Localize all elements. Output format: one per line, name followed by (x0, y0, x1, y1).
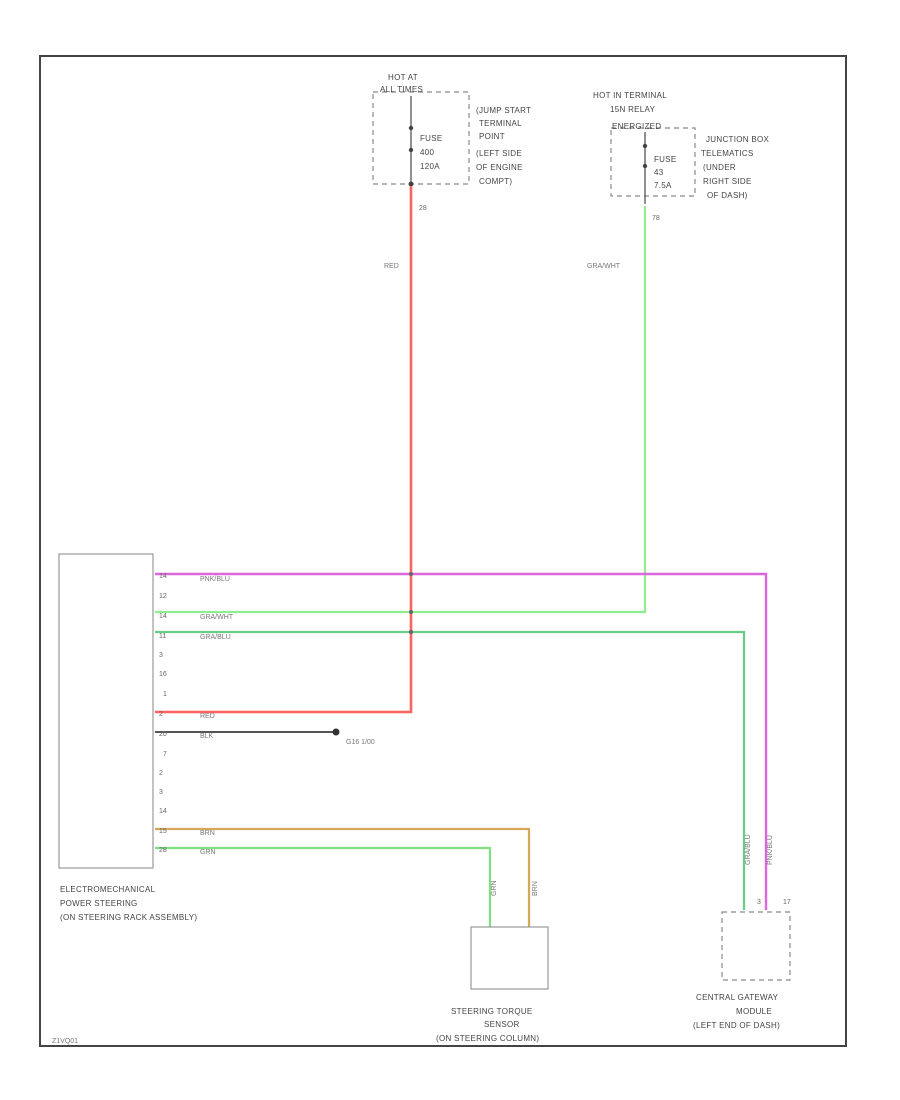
component-label: (LEFT END OF DASH) (693, 1021, 780, 1030)
location-text: OF DASH) (707, 191, 748, 200)
component-label: ELECTROMECHANICAL (60, 885, 156, 894)
connector-pin: 3 (159, 652, 163, 659)
connector-pin: 2 (159, 770, 163, 777)
footer-code: Z1VQ01 (52, 1038, 78, 1045)
connector-pin: 14 (159, 613, 167, 620)
connector-pin: 14 (159, 808, 167, 815)
location-text: JUNCTION BOX (706, 135, 770, 144)
component-label: (ON STEERING COLUMN) (436, 1034, 539, 1043)
location-text: RIGHT SIDE (703, 177, 752, 186)
steering-torque-sensor: STEERING TORQUE SENSOR (ON STEERING COLU… (436, 926, 549, 1043)
wire-label-grn: GRN (200, 849, 216, 856)
component-label: (ON STEERING RACK ASSEMBLY) (60, 913, 197, 922)
component-label: CENTRAL GATEWAY (696, 993, 779, 1002)
location-text: TELEMATICS (701, 149, 754, 158)
connector-pin: 20 (159, 731, 167, 738)
fuse-label: FUSE (420, 134, 443, 143)
central-gateway-module: 3 17 CENTRAL GATEWAY MODULE (LEFT END OF… (693, 899, 791, 1030)
component-label: POWER STEERING (60, 899, 138, 908)
wire-label-brn-vertical: BRN (532, 881, 539, 896)
wire-label-gra-blu: GRA/BLU (200, 634, 231, 641)
source-title: HOT IN TERMINAL (593, 91, 667, 100)
connector-pin: 12 (159, 593, 167, 600)
eps-module: 14 12 14 11 3 16 1 2 20 7 2 3 14 15 28 E… (58, 553, 197, 922)
location-text: TERMINAL (479, 119, 522, 128)
connector-pin: 3 (159, 789, 163, 796)
connector-pin: 1 (163, 691, 167, 698)
wire-label-pnk-blu: PNK/BLU (200, 576, 230, 583)
connector-pin: 16 (159, 671, 167, 678)
location-text: (LEFT SIDE (476, 149, 522, 158)
wire-label-red: RED (200, 713, 215, 720)
wire-label-pnk-blu-vertical: PNK/BLU (767, 835, 774, 865)
ground-label: G16 1/00 (346, 739, 375, 746)
wire-label-gra-wht: GRA/WHT (200, 614, 234, 621)
power-source-hot-in-terminal: HOT IN TERMINAL 15N RELAY ENERGIZED FUSE… (593, 91, 770, 222)
location-text: (UNDER (703, 163, 736, 172)
connector-pin: 3 (757, 899, 761, 906)
pin-number: 28 (419, 205, 427, 212)
diagram-frame (39, 55, 847, 1047)
location-text: COMPT) (479, 177, 512, 186)
location-text: POINT (479, 132, 505, 141)
wire-gra-wht (155, 206, 647, 614)
wire-gra-blu (155, 630, 746, 910)
source-title: HOT AT (388, 73, 418, 82)
fuse-label: FUSE (654, 155, 677, 164)
wire-red (155, 186, 413, 714)
location-text: (JUMP START (476, 106, 531, 115)
wire-label-blk: BLK (200, 733, 214, 740)
connector-pin: 17 (783, 899, 791, 906)
fuse-number: 400 (420, 148, 434, 157)
wire-pnk-blu (155, 572, 768, 910)
source-title: ENERGIZED (612, 122, 661, 131)
wire-label-brn: BRN (200, 830, 215, 837)
connector-pin: 15 (159, 828, 167, 835)
component-label: SENSOR (484, 1020, 520, 1029)
wire-label-red: RED (384, 263, 399, 270)
source-title: ALL TIMES (380, 85, 423, 94)
fuse-rating: 7.5A (654, 181, 672, 190)
wire-label-gra-wht: GRA/WHT (587, 263, 621, 270)
wire-grn (155, 846, 492, 928)
connector-pin: 2 (159, 711, 163, 718)
wire-label-gra-blu-vertical: GRA/BLU (745, 834, 752, 865)
fuse-rating: 120A (420, 162, 440, 171)
fuse-number: 43 (654, 168, 664, 177)
component-label: MODULE (736, 1007, 772, 1016)
component-label: STEERING TORQUE (451, 1007, 533, 1016)
wire-brn (155, 827, 531, 928)
power-source-hot-at-all-times: HOT AT ALL TIMES FUSE 400 120A (JUMP STA… (372, 73, 531, 212)
wires (155, 186, 768, 928)
source-title: 15N RELAY (610, 105, 656, 114)
pin-number: 78 (652, 215, 660, 222)
ground-terminal (332, 728, 340, 736)
connector-pin: 11 (159, 633, 166, 640)
connector-pin: 14 (159, 573, 167, 580)
connector-pin: 28 (159, 847, 167, 854)
connector-pin: 7 (163, 751, 167, 758)
wire-label-grn-vertical: GRN (491, 880, 498, 896)
location-text: OF ENGINE (476, 163, 523, 172)
